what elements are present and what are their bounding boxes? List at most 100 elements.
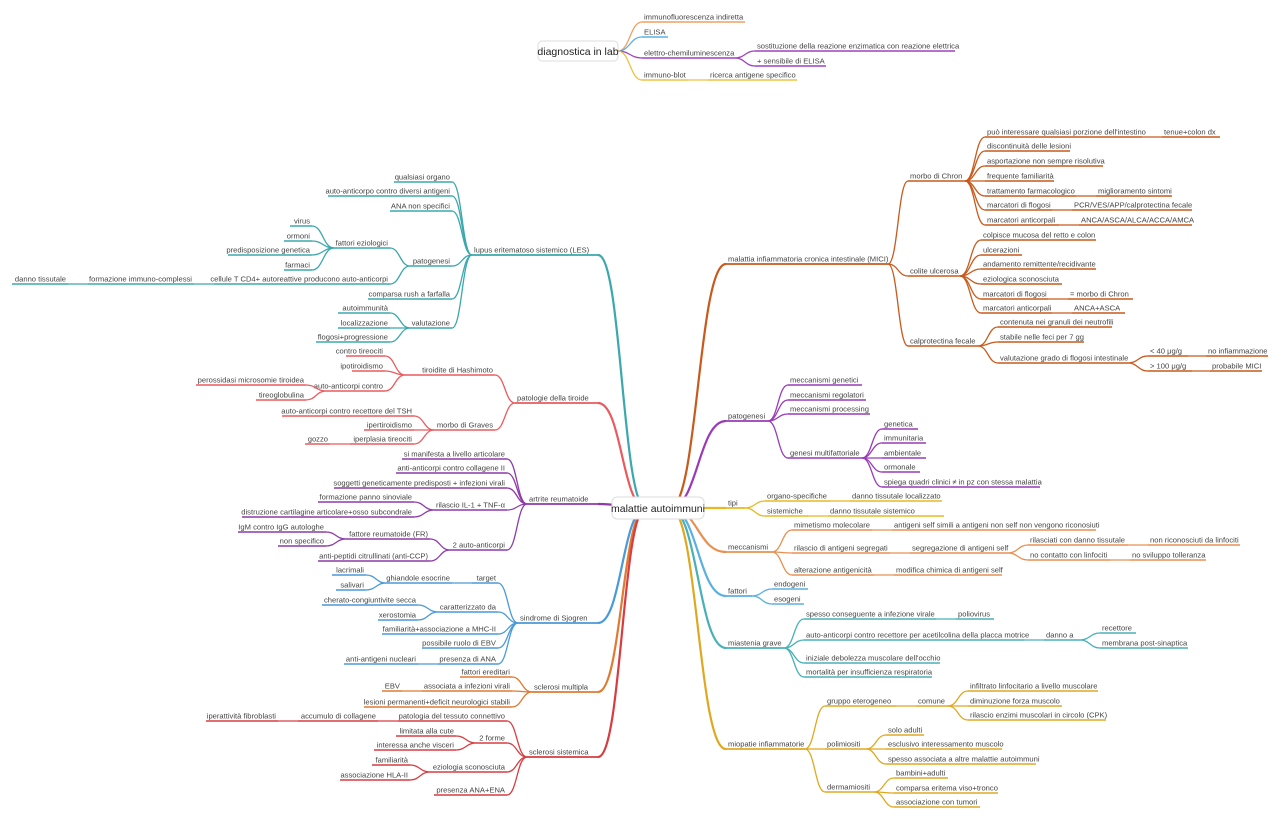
node-miopatie-0[interactable]: gruppo eterogeneo: [827, 697, 891, 706]
topic-artrite[interactable]: artrite reumatoide: [529, 495, 589, 504]
node-miopatie-11[interactable]: comparsa eritema viso+tronco: [896, 784, 998, 793]
node-tipi-2[interactable]: sistemiche: [767, 507, 803, 516]
node-sjogren-3[interactable]: salivari: [340, 581, 364, 590]
node-artrite-3[interactable]: rilascio IL-1 + TNF-α: [436, 501, 506, 510]
node-sclerosi_sistemica-4[interactable]: limitata alla cute: [400, 727, 454, 736]
node-les-10[interactable]: formazione immuno-complessi: [89, 275, 192, 284]
node-miopatie-4[interactable]: rilascio enzimi muscolari in circolo (CP…: [970, 711, 1108, 720]
node-les-1[interactable]: auto-anticorpo contro diversi antigeni: [325, 187, 450, 196]
node-meccanismi-2[interactable]: rilascio di antigeni segregati: [794, 544, 888, 553]
node-miopatie-6[interactable]: solo adulti: [888, 726, 923, 735]
node-les-8[interactable]: farmaci: [285, 261, 310, 270]
topic-sjogren[interactable]: sindrome di Sjogren: [520, 614, 588, 623]
node-artrite-0[interactable]: si manifesta a livello articolare: [404, 450, 505, 459]
node-miopatie-9[interactable]: dermamiositi: [827, 783, 870, 792]
node-diagnostica-6[interactable]: ricerca antigene specifico: [710, 71, 796, 80]
node-artrite-1[interactable]: anti-anticorpi contro collagene II: [397, 464, 505, 473]
node-patogenesi-1[interactable]: meccanismi regolatori: [790, 391, 864, 400]
node-tiroide-5[interactable]: tireoglobulina: [259, 391, 305, 400]
node-mici-26[interactable]: no infiammazione: [1208, 347, 1268, 356]
node-mici-16[interactable]: eziologica sconosciuta: [983, 275, 1060, 284]
node-tiroide-6[interactable]: morbo di Graves: [437, 421, 493, 430]
node-patogenesi-8[interactable]: spiega quadri clinici ≠ in pz con stessa…: [884, 478, 1043, 487]
topic-miopatie[interactable]: miopatie infiammatorie: [728, 740, 804, 749]
node-sclerosi_sistemica-7[interactable]: familiarità: [376, 756, 409, 765]
node-mici-8[interactable]: marcatori di flogosi: [987, 201, 1051, 210]
node-patogenesi-7[interactable]: ormonale: [884, 463, 916, 472]
node-mici-2[interactable]: tenue+colon dx: [1164, 128, 1216, 137]
node-les-2[interactable]: ANA non specifici: [391, 202, 450, 211]
node-mici-0[interactable]: morbo di Chron: [910, 172, 962, 181]
node-les-6[interactable]: ormoni: [287, 232, 311, 241]
node-meccanismi-9[interactable]: modifica chimica di antigeni self: [896, 566, 1004, 575]
node-tiroide-3[interactable]: auto-anticorpi contro: [314, 382, 383, 391]
node-meccanismi-8[interactable]: alterazione antigenicità: [794, 566, 872, 575]
node-miopatie-7[interactable]: esclusivo interessamento muscolo: [888, 740, 1004, 749]
node-miastenia-6[interactable]: iniziale debolezza muscolare dell'occhio: [806, 654, 940, 663]
node-patogenesi-4[interactable]: genetica: [884, 420, 913, 429]
node-miopatie-3[interactable]: diminuzione forza muscolo: [970, 697, 1060, 706]
node-mici-25[interactable]: < 40 μg/g: [1150, 347, 1182, 356]
node-mici-11[interactable]: ANCA/ASCA/ALCA/ACCA/AMCA: [1081, 216, 1195, 225]
node-tiroide-1[interactable]: contro tireociti: [336, 347, 384, 356]
node-artrite-4[interactable]: formazione panno sinoviale: [320, 493, 412, 502]
node-mici-1[interactable]: può interessare qualsiasi porzione dell'…: [987, 128, 1146, 137]
node-sjogren-4[interactable]: caratterizzato da: [440, 603, 497, 612]
node-artrite-10[interactable]: anti-peptidi citrullinati (anti-CCP): [319, 552, 428, 561]
node-fattori-0[interactable]: endogeni: [774, 580, 806, 589]
topic-sclerosi_multipla[interactable]: sclerosi multipla: [534, 683, 589, 692]
node-miastenia-5[interactable]: membrana post-sinaptica: [1102, 639, 1188, 648]
node-mici-12[interactable]: colite ulcerosa: [910, 267, 959, 276]
node-miastenia-1[interactable]: poliovirus: [958, 610, 990, 619]
node-mici-18[interactable]: = morbo di Chron: [1070, 290, 1129, 299]
node-sclerosi_sistemica-5[interactable]: interessa anche visceri: [377, 741, 455, 750]
node-sjogren-5[interactable]: cherato-congiuntivite secca: [324, 596, 417, 605]
node-miastenia-3[interactable]: danno a: [1046, 631, 1074, 640]
node-artrite-5[interactable]: distruzione cartilagine articolare+osso …: [241, 508, 412, 517]
node-sclerosi_sistemica-8[interactable]: associazione HLA-II: [340, 771, 408, 780]
node-sclerosi_multipla-1[interactable]: associata a infezioni virali: [424, 682, 510, 691]
node-sclerosi_multipla-2[interactable]: EBV: [385, 682, 401, 691]
node-les-0[interactable]: qualsiasi organo: [395, 173, 450, 182]
node-mici-3[interactable]: discontinuità delle lesioni: [987, 142, 1071, 151]
node-artrite-2[interactable]: soggetti geneticamente predisposti + inf…: [333, 479, 505, 488]
topic-mici[interactable]: malattia infiammatoria cronica intestina…: [728, 255, 889, 264]
node-les-16[interactable]: flogosi+progressione: [318, 333, 388, 342]
topic-tiroide[interactable]: patologie della tiroide: [517, 394, 589, 403]
node-tiroide-7[interactable]: auto-anticorpi contro recettore del TSH: [281, 407, 412, 416]
node-mici-4[interactable]: asportazione non sempre risolutiva: [987, 157, 1106, 166]
node-diagnostica-3[interactable]: sostituzione della reazione enzimatica c…: [757, 42, 960, 51]
node-sclerosi_multipla-0[interactable]: fattori ereditari: [461, 668, 510, 677]
node-mici-27[interactable]: > 100 μg/g: [1150, 362, 1186, 371]
node-les-7[interactable]: predisposizione genetica: [226, 246, 310, 255]
node-patogenesi-6[interactable]: ambientale: [884, 449, 921, 458]
node-meccanismi-1[interactable]: antigeni self simili a antigeni non self…: [894, 521, 1100, 530]
node-artrite-6[interactable]: 2 auto-anticorpi: [453, 541, 506, 550]
node-meccanismi-6[interactable]: no contatto con linfociti: [1030, 551, 1108, 560]
node-tiroide-10[interactable]: gozzo: [308, 435, 328, 444]
node-miopatie-1[interactable]: comune: [918, 697, 945, 706]
node-miopatie-8[interactable]: spesso associata a altre malattie autoim…: [888, 755, 1040, 764]
node-sjogren-8[interactable]: possibile ruolo di EBV: [422, 639, 497, 648]
node-miopatie-2[interactable]: infiltrato linfocitario a livello muscol…: [970, 682, 1097, 691]
node-patogenesi-5[interactable]: immunitaria: [884, 434, 924, 443]
node-tiroide-9[interactable]: iperplasia tireociti: [353, 435, 412, 444]
node-les-9[interactable]: cellule T CD4+ autoreattive producono au…: [210, 275, 388, 284]
node-tipi-0[interactable]: organo-specifiche: [767, 492, 827, 501]
node-tiroide-8[interactable]: ipertiroidismo: [367, 421, 412, 430]
topic-tipi[interactable]: tipi: [728, 499, 738, 508]
node-les-4[interactable]: fattori eziologici: [336, 239, 389, 248]
node-mici-21[interactable]: calprotectina fecale: [910, 337, 975, 346]
node-sjogren-6[interactable]: xerostomia: [379, 611, 417, 620]
node-meccanismi-4[interactable]: rilasciati con danno tissutale: [1030, 536, 1125, 545]
node-artrite-8[interactable]: IgM contro IgG autologhe: [238, 523, 324, 532]
node-meccanismi-3[interactable]: segregazione di antigeni self: [912, 544, 1009, 553]
node-meccanismi-5[interactable]: non riconosciuti da linfociti: [1150, 536, 1239, 545]
topic-les[interactable]: lupus eritematoso sistemico (LES): [474, 246, 590, 255]
node-miastenia-7[interactable]: mortalità per insufficienza respiratoria: [806, 668, 933, 677]
node-tiroide-4[interactable]: perossidasi microsomie tiroidea: [198, 376, 305, 385]
node-miastenia-2[interactable]: auto-anticorpi contro recettore per acet…: [806, 631, 1029, 640]
topic-meccanismi[interactable]: meccanismi: [728, 543, 768, 552]
node-les-5[interactable]: virus: [294, 217, 310, 226]
node-miopatie-12[interactable]: associazione con tumori: [896, 798, 978, 807]
